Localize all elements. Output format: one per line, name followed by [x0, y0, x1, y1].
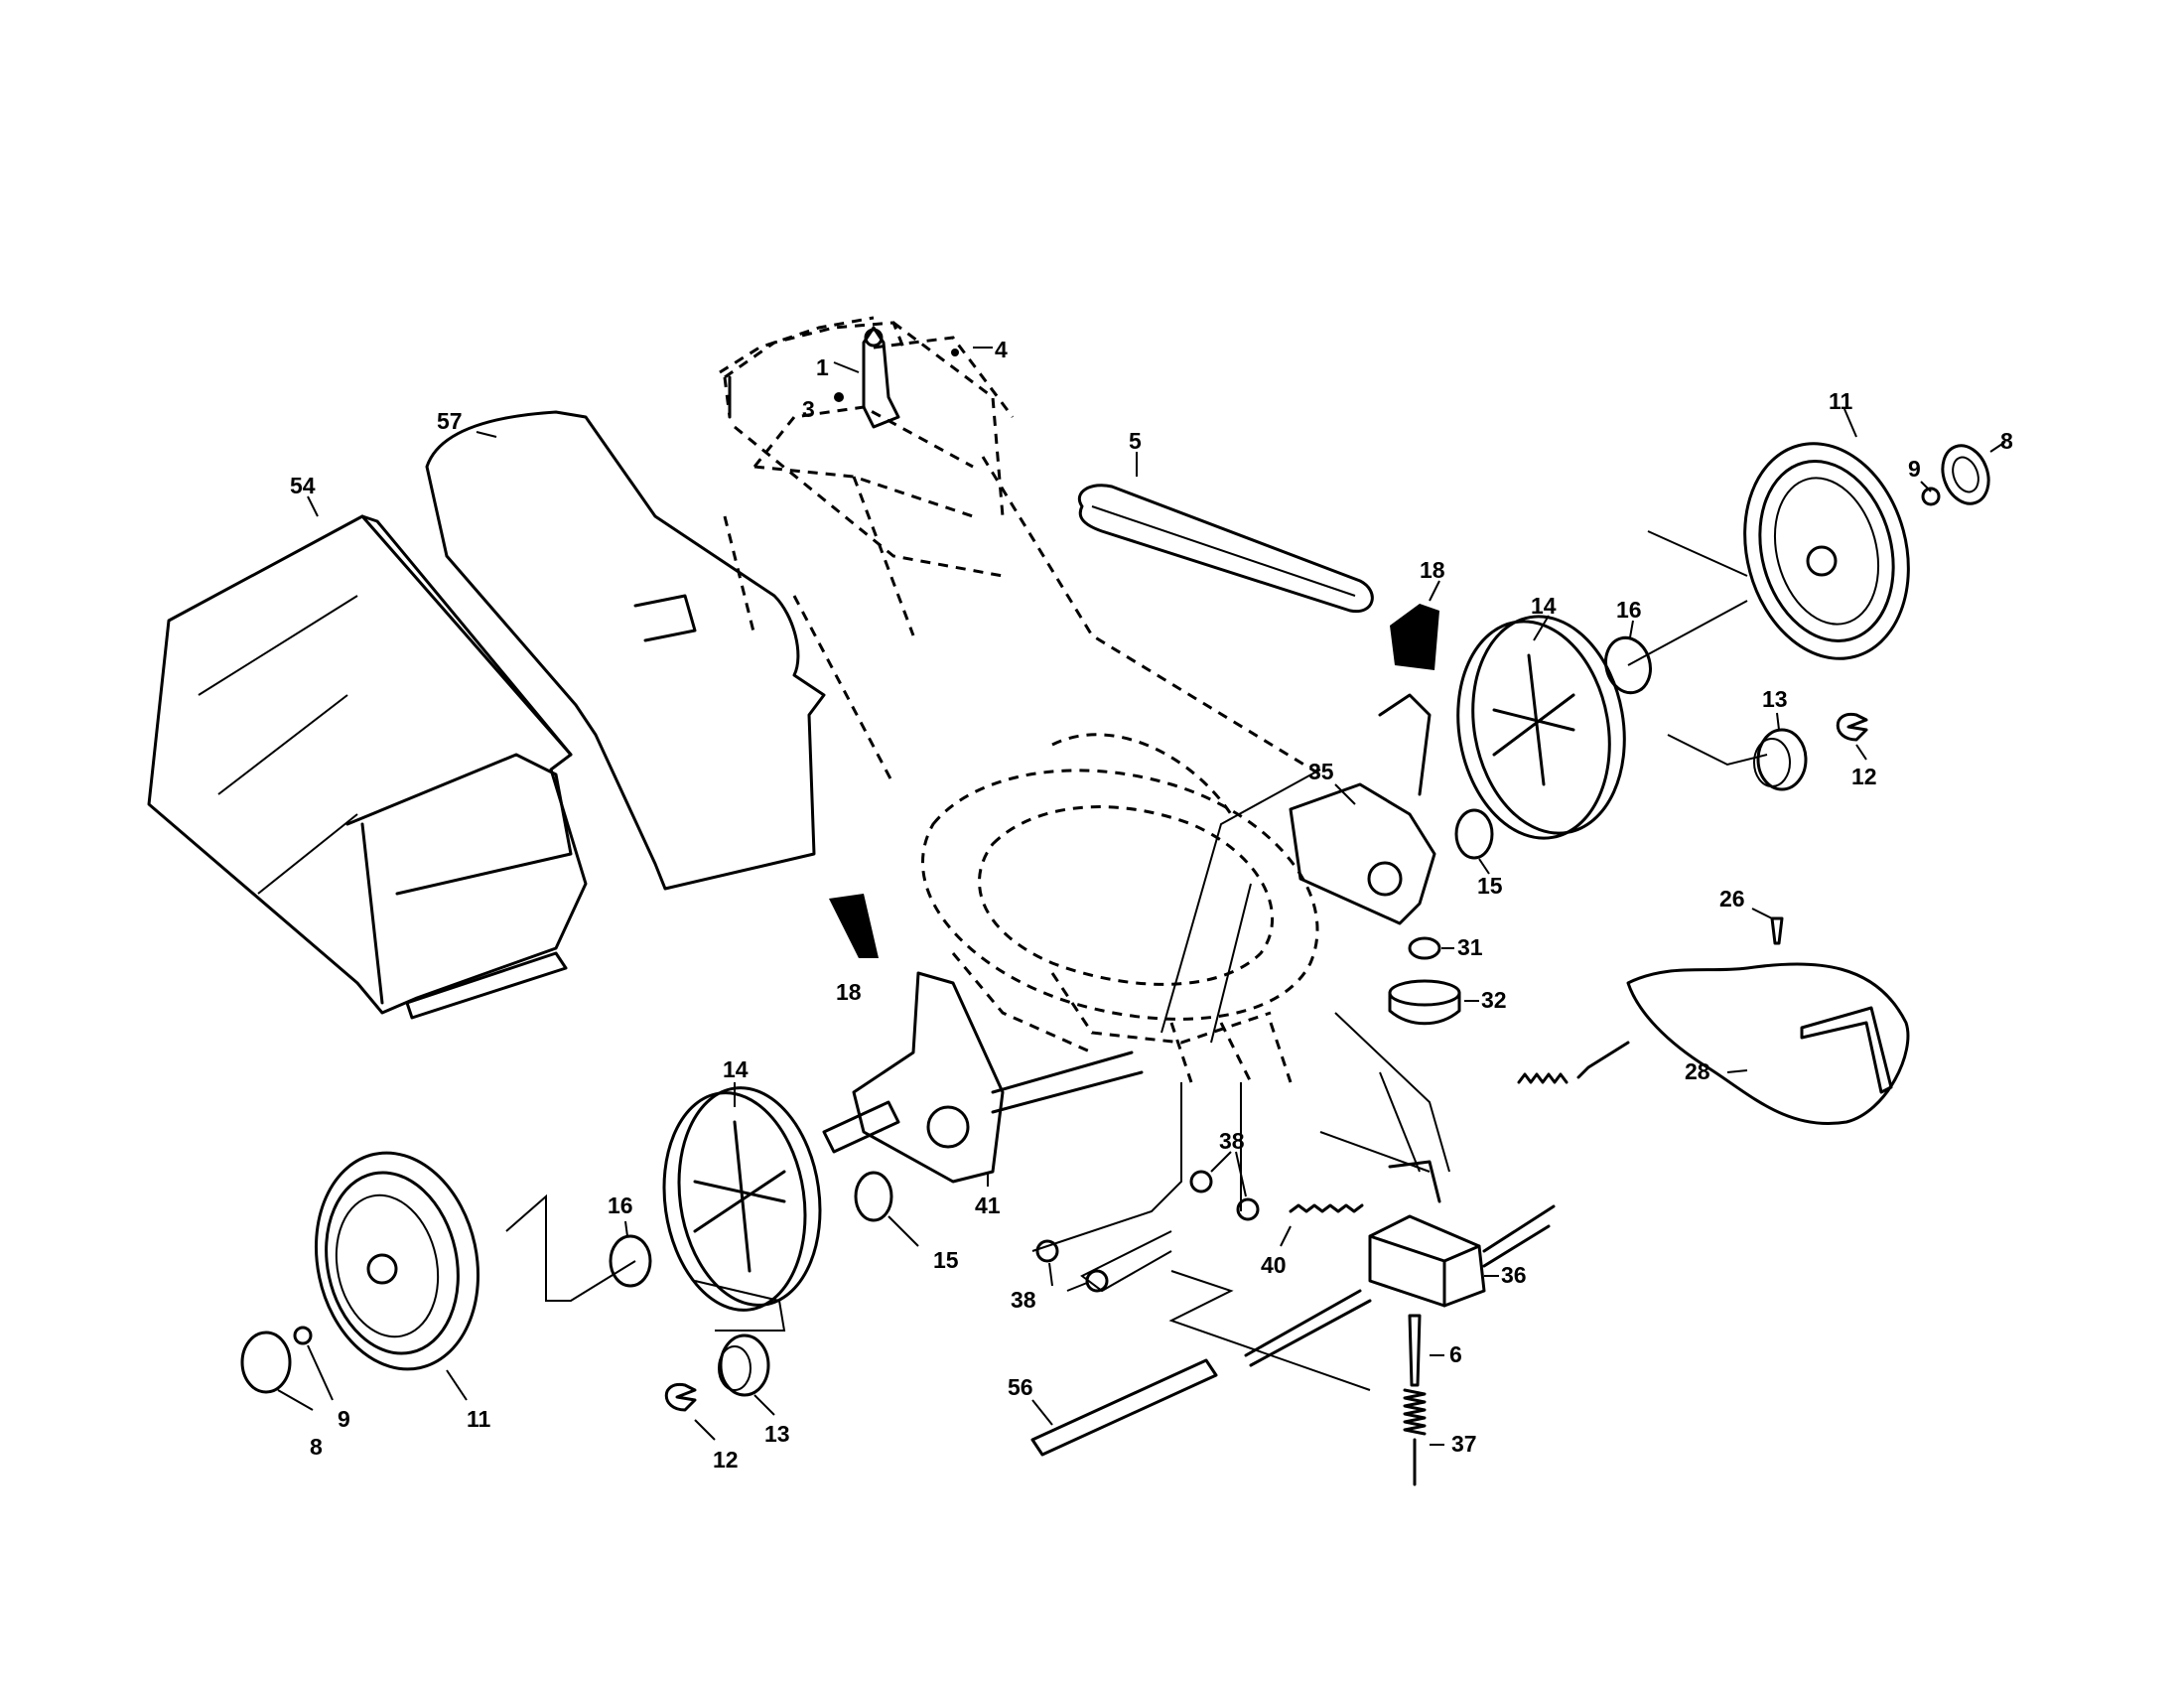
control-lever	[833, 326, 993, 429]
callout-28: 28	[1685, 1058, 1710, 1084]
hubcap-right	[1941, 441, 2006, 505]
mower-deck-dashed	[921, 733, 1319, 1054]
callout-6: 6	[1449, 1341, 1462, 1367]
callout-36: 36	[1501, 1262, 1527, 1288]
callout-56: 56	[1008, 1374, 1033, 1400]
callout-12-right: 12	[1851, 764, 1877, 789]
drive-rim-right	[1456, 615, 1626, 840]
pinion-gear-13-left	[718, 1333, 775, 1416]
callout-32: 32	[1481, 987, 1507, 1013]
bolt-6	[1408, 1314, 1444, 1387]
callout-37: 37	[1451, 1431, 1477, 1457]
spring-40	[1280, 1203, 1364, 1247]
connector-lines	[505, 530, 1768, 1391]
spring-37	[1403, 1388, 1444, 1486]
callout-8-right: 8	[2000, 428, 2013, 454]
callout-3: 3	[802, 396, 815, 422]
callout-15-right: 15	[1477, 873, 1503, 899]
shield-28	[1626, 962, 1910, 1125]
drive-belt	[1078, 452, 1374, 614]
callout-13-right: 13	[1762, 686, 1788, 712]
callouts: 1 3 4 5 54 57 11 9 8 18 14 16 13 12 35 1…	[290, 337, 2013, 1473]
callout-54: 54	[290, 473, 316, 498]
callout-13-left: 13	[764, 1421, 790, 1447]
callout-26: 26	[1719, 886, 1745, 912]
callout-5: 5	[1129, 428, 1142, 454]
handle-grips	[719, 316, 875, 419]
callout-1: 1	[816, 354, 829, 380]
callout-35: 35	[1308, 759, 1334, 784]
cap-31	[1408, 936, 1454, 960]
nut-38-upper	[1189, 1151, 1260, 1221]
callout-11-left: 11	[467, 1406, 491, 1432]
callout-38-upper: 38	[1219, 1128, 1245, 1154]
bearing-15-left	[854, 1171, 919, 1247]
callout-15-left: 15	[933, 1247, 959, 1273]
pinion-gear-13-right	[1753, 712, 1808, 791]
clip-12-left	[664, 1383, 716, 1441]
wheel-right	[1743, 408, 1910, 660]
axle-56	[1030, 1358, 1218, 1457]
callout-16-left: 16	[608, 1193, 633, 1218]
callout-14-left: 14	[723, 1056, 749, 1082]
drive-rim-left	[662, 1082, 822, 1312]
callout-41: 41	[975, 1193, 1001, 1218]
bearing-15-right	[1454, 808, 1494, 875]
callout-38-lower: 38	[1011, 1287, 1036, 1313]
callout-9-left: 9	[338, 1406, 350, 1432]
grass-bag-frame	[425, 410, 826, 891]
callout-18-top: 18	[1420, 557, 1445, 583]
plug-32	[1388, 979, 1479, 1026]
height-adjuster-left	[822, 971, 1144, 1187]
wheel-left	[314, 1151, 480, 1401]
nut-left	[293, 1326, 334, 1401]
callout-8-left: 8	[310, 1434, 323, 1460]
callout-12-left: 12	[713, 1447, 739, 1473]
spring-upper	[1517, 1041, 1630, 1084]
grass-bag	[147, 495, 588, 1020]
hubcap-left	[240, 1331, 314, 1411]
washer-16-right	[1604, 620, 1652, 695]
callout-11-right: 11	[1829, 388, 1853, 414]
callout-4: 4	[995, 337, 1008, 362]
callout-18-left: 18	[836, 979, 862, 1005]
callout-40: 40	[1261, 1252, 1287, 1278]
nut-right	[1920, 481, 1941, 506]
callout-31: 31	[1457, 934, 1483, 960]
callout-9-right: 9	[1908, 456, 1921, 482]
callout-14-right: 14	[1531, 593, 1557, 619]
handle-assembly-dashed	[723, 321, 1321, 785]
nut-38-lower	[1035, 1239, 1109, 1293]
height-adjuster-right	[1289, 693, 1436, 925]
screw-26	[1751, 908, 1784, 945]
callout-57: 57	[437, 408, 463, 434]
washer-16-left	[609, 1220, 652, 1288]
callout-16-right: 16	[1616, 597, 1642, 623]
spacer-18-top	[1390, 580, 1440, 670]
clip-12-right	[1836, 713, 1868, 761]
spacer-18-left	[829, 894, 879, 958]
